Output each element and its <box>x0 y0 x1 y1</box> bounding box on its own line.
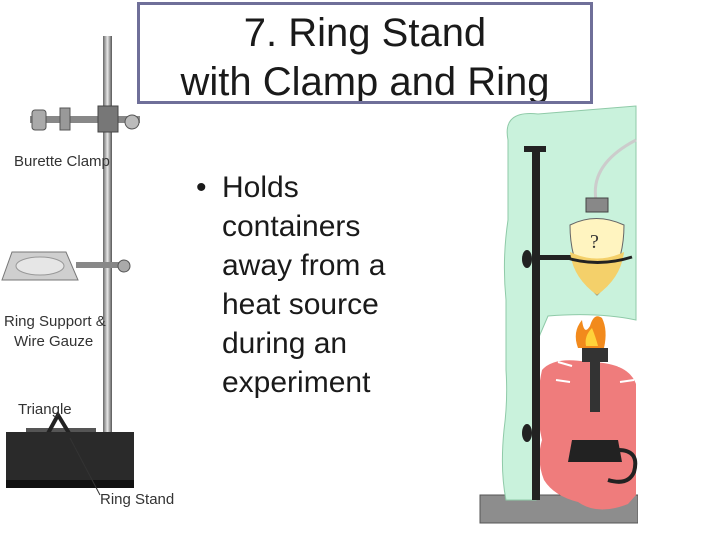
label-ring-support-line-2: Wire Gauze <box>14 333 93 350</box>
ring-support-icon <box>1 251 131 281</box>
rod <box>532 148 540 500</box>
ring-stand-photo: Burette Clamp Ring Support & Wire Gauze … <box>1 36 174 508</box>
label-triangle: Triangle <box>18 401 72 418</box>
red-panel <box>538 360 636 510</box>
heating-illustration: ? <box>479 105 638 524</box>
slide-title-line-1: 7. Ring Stand <box>243 11 487 55</box>
label-ring-support-line-1: Ring Support & <box>4 313 106 330</box>
stand-base <box>6 432 134 484</box>
label-burette-clamp: Burette Clamp <box>14 153 110 170</box>
bullet-item: Holds containers away from a heat source… <box>222 171 386 399</box>
flame-icon <box>575 316 608 362</box>
burner-icon <box>568 362 638 484</box>
svg-text:?: ? <box>590 231 599 253</box>
label-ring-stand: Ring Stand <box>100 491 174 508</box>
slide-title-line-2: with Clamp and Ring <box>180 60 550 104</box>
title-box: 7. Ring Stand with Clamp and Ring <box>137 2 593 104</box>
stand-rod <box>103 36 112 466</box>
flask-icon: ? <box>563 197 633 296</box>
burette-clamp-icon <box>30 105 140 133</box>
bullet-marker: • <box>196 171 207 204</box>
